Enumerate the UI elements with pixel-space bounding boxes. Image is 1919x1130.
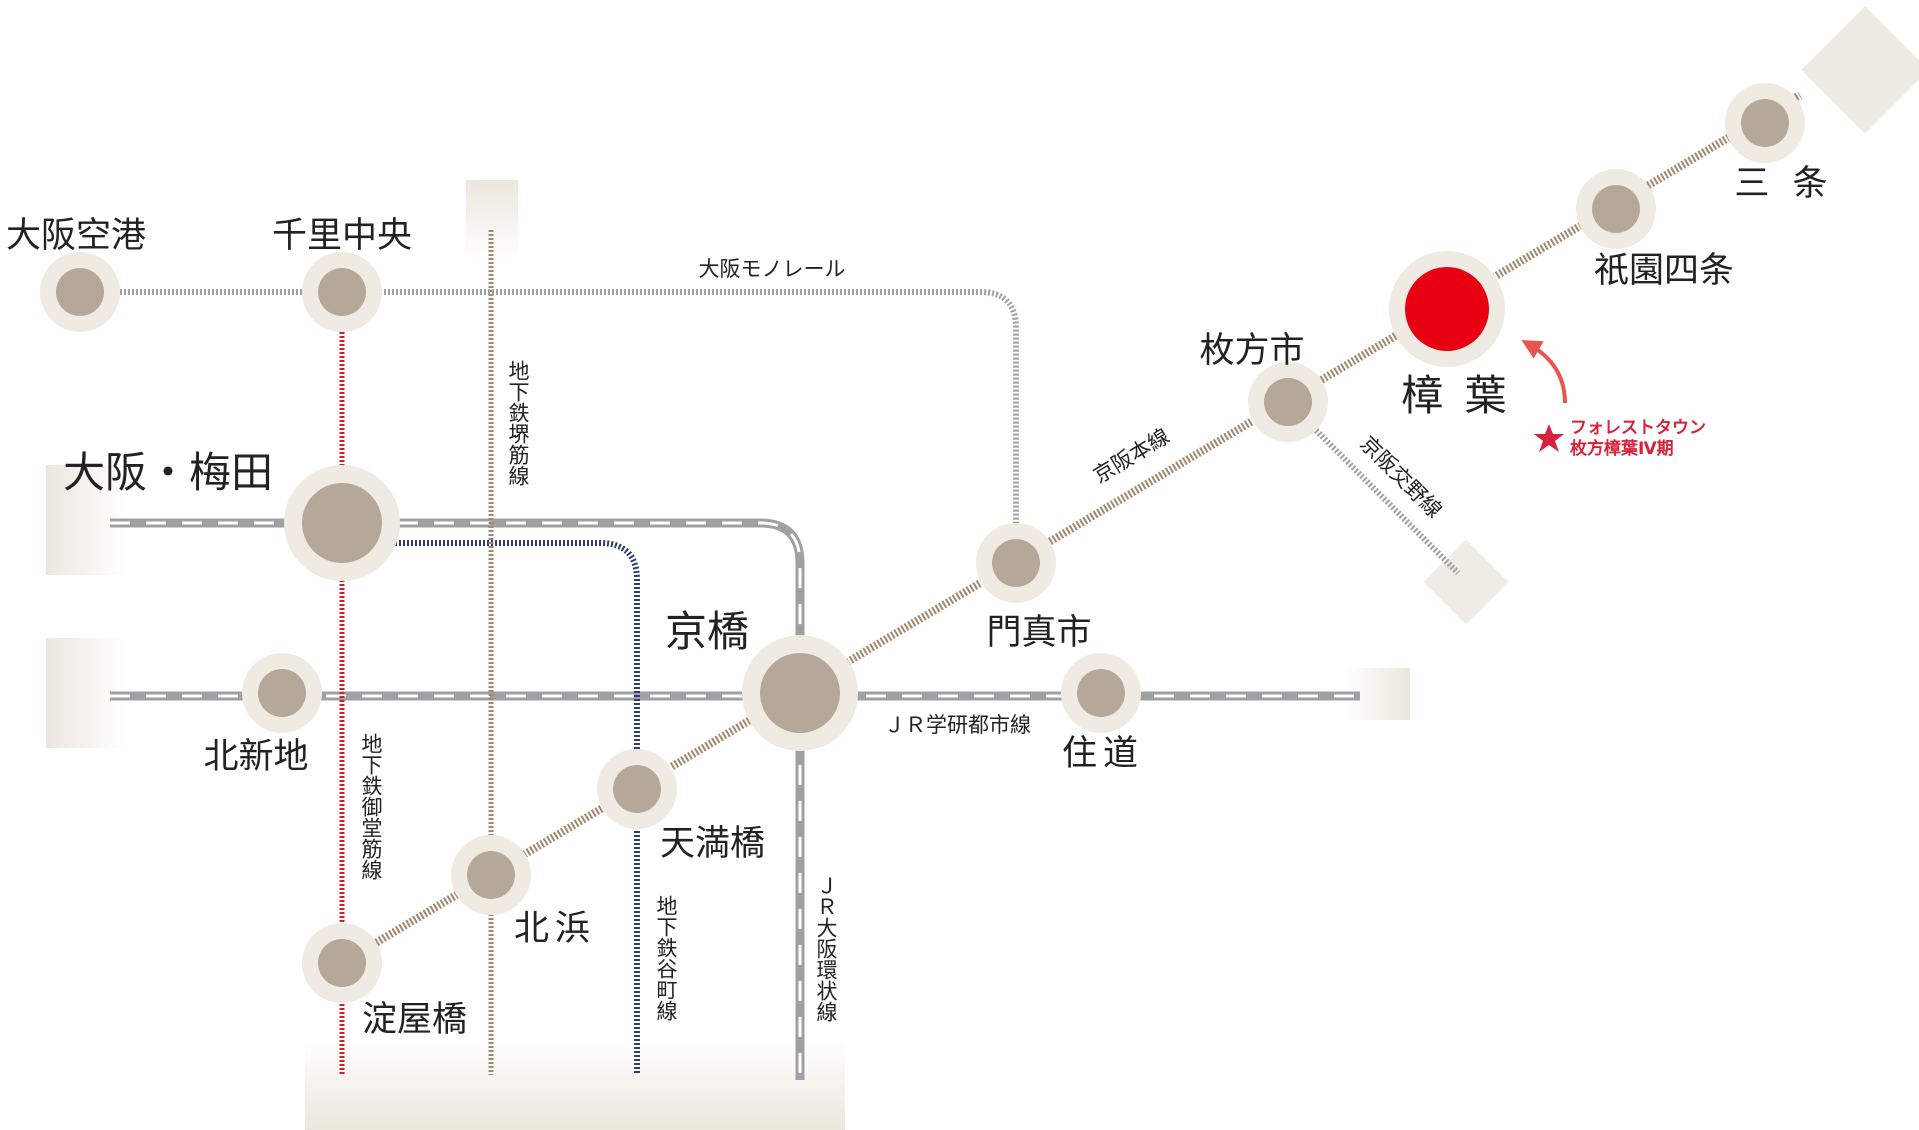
label-katano: 京阪交野線 <box>1355 431 1446 522</box>
label-sanjo: 三 条 <box>1734 164 1833 204</box>
label-midosuji: 地下鉄御堂筋線 <box>359 733 383 880</box>
monorail-line <box>80 289 1019 560</box>
star-icon <box>1534 424 1564 452</box>
label-gakkentoshi: ＪＲ学研都市線 <box>884 713 1031 737</box>
destination-marker: フォレストタウン 枚方樟葉Ⅳ期 <box>1521 340 1706 459</box>
destination-arrow <box>1521 340 1567 404</box>
station-osaka-umeda[interactable] <box>284 465 400 581</box>
label-hirakatashi: 枚方市 <box>1199 331 1304 371</box>
label-monorail: 大阪モノレール <box>699 257 846 281</box>
stations <box>40 83 1805 1003</box>
station-senri-chuo[interactable] <box>302 252 382 332</box>
label-sakaisuji: 地下鉄堺筋線 <box>506 360 530 486</box>
label-keihan-main: 京阪本線 <box>1089 424 1173 488</box>
label-kitashinchi: 北新地 <box>203 737 308 777</box>
keihan-main-line <box>339 91 1803 967</box>
station-kuzuha[interactable] <box>1389 251 1505 367</box>
station-osaka-airport[interactable] <box>40 252 120 332</box>
label-kitahama: 北浜 <box>514 909 596 949</box>
label-loop: ＪＲ大阪環状線 <box>814 875 838 1022</box>
destination-line1: フォレストタウン <box>1570 418 1706 438</box>
label-tenmabashi: 天満橋 <box>660 824 765 864</box>
label-senri-chuo: 千里中央 <box>272 216 412 256</box>
station-hirakatashi[interactable] <box>1248 362 1328 442</box>
jr-tozai-line-dash <box>110 521 802 693</box>
label-tanimachi: 地下鉄谷町線 <box>654 895 678 1021</box>
station-yodoyabashi[interactable] <box>302 923 382 1003</box>
station-kyobashi[interactable] <box>742 635 858 751</box>
fade-box-katano-end <box>1423 539 1509 625</box>
fade-box-bottom <box>305 1040 845 1130</box>
label-kadomashi: 門真市 <box>986 613 1091 653</box>
label-sumimichi: 住道 <box>1062 734 1144 774</box>
label-kyobashi: 京橋 <box>665 607 749 656</box>
fade-box-northeast <box>1801 6 1919 134</box>
label-yodoyabashi: 淀屋橋 <box>362 1000 467 1040</box>
station-kitashinchi[interactable] <box>242 653 322 733</box>
station-labels: 大阪空港 千里中央 大阪・梅田 北新地 京橋 天満橋 北浜 淀屋橋 門真市 住道… <box>6 164 1833 1040</box>
katano-line <box>1285 399 1461 576</box>
station-tenmabashi[interactable] <box>597 749 677 829</box>
label-kuzuha: 樟 葉 <box>1401 371 1510 420</box>
station-kitahama[interactable] <box>451 835 531 915</box>
label-gion-shijo: 祇園四条 <box>1594 251 1734 291</box>
station-gion-shijo[interactable] <box>1576 169 1656 249</box>
station-sumimichi[interactable] <box>1061 653 1141 733</box>
label-osaka-airport: 大阪空港 <box>6 216 146 256</box>
destination-line2: 枚方樟葉Ⅳ期 <box>1570 438 1674 459</box>
station-sanjo[interactable] <box>1725 83 1805 163</box>
station-kadomashi[interactable] <box>976 523 1056 603</box>
label-osaka-umeda: 大阪・梅田 <box>63 448 273 497</box>
